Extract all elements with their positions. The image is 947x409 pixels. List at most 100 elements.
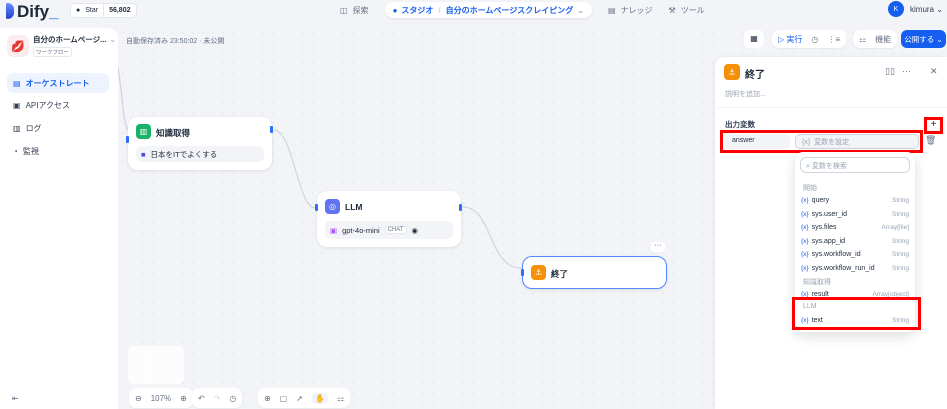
- llm-text-highlight: [792, 297, 921, 330]
- current-app-selector[interactable]: 自分のホームページスクレイピング: [445, 5, 574, 15]
- edge-knowledge-llm: [273, 129, 316, 209]
- group-label: 知識取得: [803, 279, 831, 286]
- openai-icon: ▣: [330, 225, 338, 235]
- input-handle[interactable]: [521, 269, 524, 276]
- nav-explore[interactable]: ◫探索: [340, 5, 369, 15]
- undo-icon[interactable]: ↶: [198, 393, 205, 403]
- nav-knowledge[interactable]: ▤ナレッジ: [607, 5, 653, 15]
- run-button[interactable]: ▷ 実行: [778, 34, 803, 44]
- collapse-sidebar-icon[interactable]: ⇤: [12, 394, 19, 403]
- eye-icon: ◉: [411, 225, 419, 235]
- edges: [118, 67, 522, 269]
- group-label: LLM: [803, 303, 817, 310]
- user-menu[interactable]: kimura ⌄: [910, 5, 943, 14]
- compass-icon: ◫: [340, 5, 348, 15]
- edge-llm-end: [462, 206, 522, 269]
- nav-studio[interactable]: ●スタジオ/自分のホームページスクレイピング⌄: [384, 2, 592, 18]
- log-icon: ▥: [13, 123, 21, 133]
- app-type-badge: ワークフロー: [33, 47, 73, 57]
- chevron-down-icon: ⌄: [577, 5, 584, 15]
- variable-search-input[interactable]: ⌕ 変数を検索: [800, 157, 910, 173]
- autosave-status: 自動保存済み 23:50:02 · 未公開: [126, 38, 225, 45]
- features-button[interactable]: ⚏機能: [853, 30, 898, 48]
- sidebar-item-monitor[interactable]: ◔監視: [13, 146, 39, 156]
- panel-title[interactable]: 終了: [745, 70, 765, 81]
- book-icon: ▤: [607, 5, 616, 15]
- variable-row-highlight: [720, 130, 923, 153]
- zoom-in-icon[interactable]: ⊕: [180, 393, 187, 403]
- docs-icon[interactable]: ▯▯: [885, 66, 895, 76]
- sidebar-item-logs[interactable]: ▥ログ: [13, 123, 42, 133]
- sidebar-item-api[interactable]: ▣APIアクセス: [13, 100, 71, 110]
- close-icon[interactable]: ✕: [930, 66, 938, 76]
- sidebar: 💋 自分のホームページ... ⌄ ワークフロー ▤オーケストレート ▣APIアク…: [0, 28, 118, 409]
- output-handle[interactable]: [270, 126, 273, 133]
- env-variables-button[interactable]: ▦: [744, 30, 764, 48]
- canvas-toolbar: ⊕ ▢ ➚ ✋ ⚏: [258, 388, 351, 408]
- knowledge-dataset: ■日本をITでよくする: [136, 146, 264, 162]
- variable-selector[interactable]: {x} 変数を設定: [795, 134, 919, 149]
- more-icon[interactable]: ···: [902, 66, 911, 76]
- nav-tools[interactable]: ⚒ツール: [668, 5, 705, 15]
- zoom-out-icon[interactable]: ⊖: [135, 393, 142, 403]
- dify-logo[interactable]: Dify_: [6, 2, 59, 22]
- edge-start-knowledge: [118, 67, 129, 131]
- input-handle[interactable]: [126, 136, 129, 143]
- publish-button[interactable]: 公開する ⌄: [901, 30, 946, 48]
- app-name-row[interactable]: 自分のホームページ... ⌄: [33, 34, 116, 45]
- hammer-icon: ⚒: [668, 5, 676, 15]
- github-icon: ●: [76, 7, 81, 14]
- run-toolbar: ▷ 実行 ◷ ⋮≡: [772, 30, 847, 48]
- app-name[interactable]: 自分のホームページ...: [33, 35, 107, 44]
- node-knowledge-retrieval[interactable]: ▥ 知識取得 ■日本をITでよくする: [126, 117, 273, 170]
- history-icon[interactable]: ◷: [811, 34, 819, 44]
- minimap[interactable]: [128, 346, 184, 384]
- search-icon: ⌕: [806, 163, 810, 170]
- trash-icon[interactable]: 🗑: [925, 135, 937, 145]
- end-icon: ⚓: [724, 64, 740, 80]
- llm-icon: ◎: [325, 199, 340, 214]
- output-handle[interactable]: [459, 204, 462, 211]
- group-label: 開始: [803, 185, 817, 192]
- version-history-icon[interactable]: ◷: [229, 393, 237, 403]
- terminal-icon: ▣: [13, 100, 21, 110]
- user-avatar[interactable]: K: [888, 1, 904, 17]
- gauge-icon: ◔: [13, 146, 18, 156]
- node-more-button[interactable]: ···: [651, 242, 665, 252]
- end-icon: ⚓: [531, 265, 546, 280]
- robot-icon: ●: [392, 5, 398, 15]
- add-node-icon[interactable]: ⊕: [264, 393, 271, 403]
- chevron-down-icon[interactable]: ⌄: [109, 35, 117, 44]
- add-variable-button[interactable]: +: [924, 117, 943, 134]
- redo-icon[interactable]: ↷: [213, 393, 221, 403]
- input-handle[interactable]: [315, 204, 318, 211]
- folder-icon: ■: [141, 149, 146, 159]
- features-icon: ⚏: [859, 34, 867, 44]
- hand-icon[interactable]: ✋: [311, 392, 328, 404]
- app-icon: 💋: [7, 35, 29, 57]
- checklist-icon[interactable]: ⋮≡: [827, 34, 841, 44]
- organize-icon[interactable]: ⚏: [336, 393, 345, 403]
- history-toolbar: ↶ ↷ ◷: [192, 388, 243, 408]
- divider: [715, 107, 947, 108]
- variable-name-input[interactable]: answer: [725, 134, 790, 149]
- pointer-icon[interactable]: ➚: [296, 393, 303, 403]
- sidebar-item-orchestrate[interactable]: ▤オーケストレート: [7, 73, 109, 93]
- node-end[interactable]: ⚓ 終了: [521, 256, 667, 289]
- knowledge-icon: ▥: [136, 124, 151, 139]
- add-note-icon[interactable]: ▢: [279, 393, 288, 403]
- description-input[interactable]: 説明を追加...: [725, 91, 766, 98]
